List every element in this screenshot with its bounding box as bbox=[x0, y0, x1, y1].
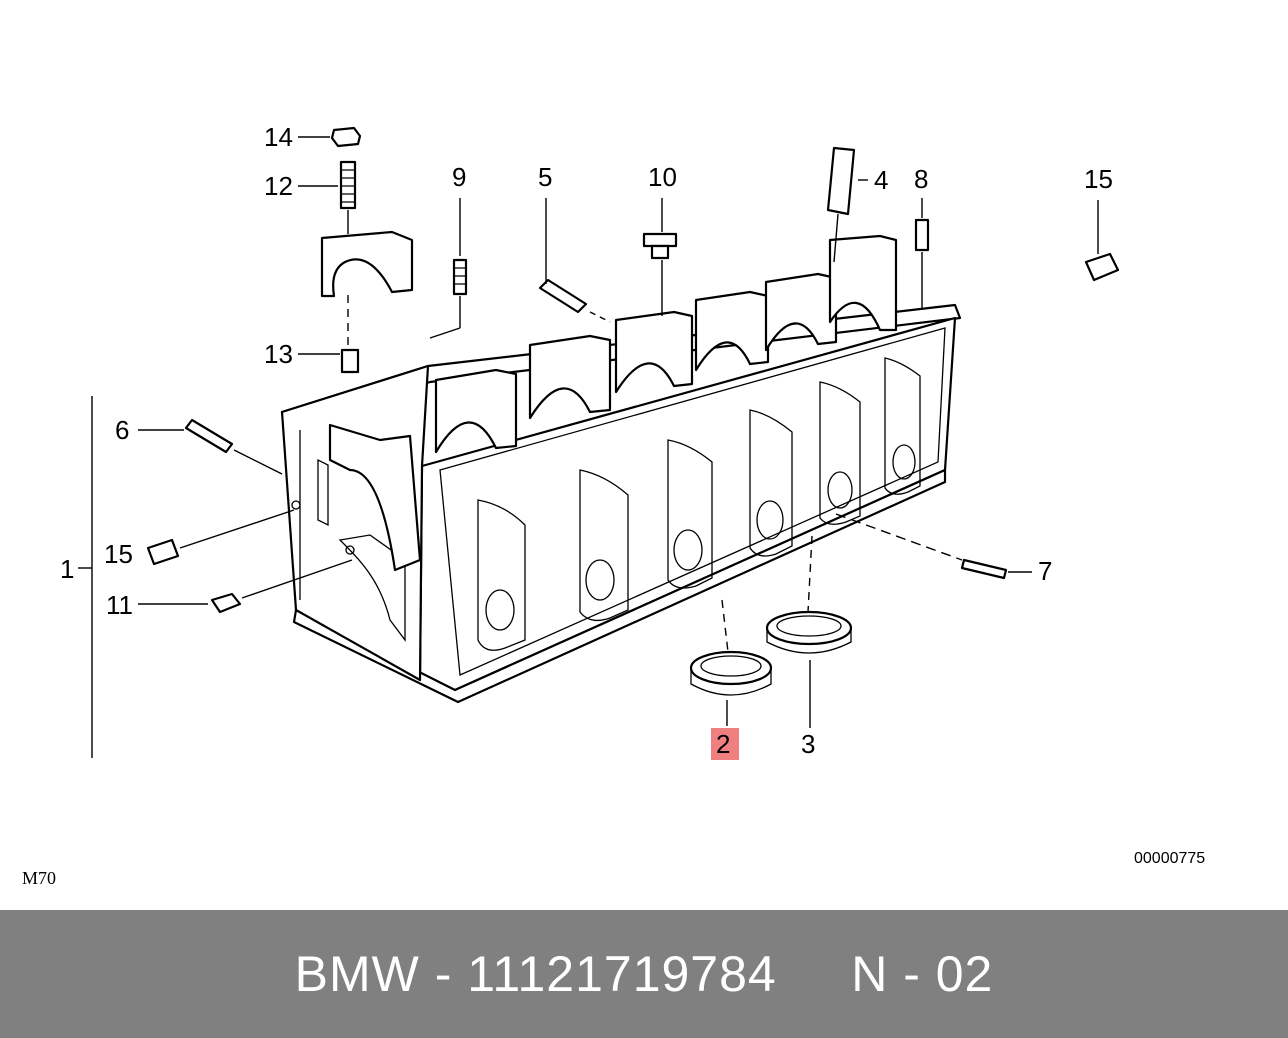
callout-10[interactable]: 10 bbox=[648, 162, 677, 192]
callout-15-top[interactable]: 15 bbox=[1084, 164, 1113, 194]
model-code: M70 bbox=[22, 868, 56, 888]
camshaft-bearing-caps bbox=[434, 234, 898, 454]
exploded-parts-diagram: 14 12 9 5 10 4 8 15 13 6 1 15 11 7 2 3 0… bbox=[22, 122, 1205, 888]
callout-1[interactable]: 1 bbox=[60, 554, 74, 584]
part-info-text: BMW - 11121719784 N - 02 bbox=[295, 945, 994, 1003]
loose-parts bbox=[146, 126, 1120, 696]
callout-labels: 14 12 9 5 10 4 8 15 13 6 1 15 11 7 2 3 bbox=[60, 122, 1113, 760]
brand-name: BMW bbox=[294, 946, 420, 1002]
callout-2-highlight bbox=[711, 728, 739, 760]
callout-8[interactable]: 8 bbox=[914, 164, 928, 194]
callout-9[interactable]: 9 bbox=[452, 162, 466, 192]
spacer bbox=[777, 946, 851, 1002]
callout-5[interactable]: 5 bbox=[538, 162, 552, 192]
part-info-footer: BMW - 11121719784 N - 02 bbox=[0, 910, 1288, 1038]
callout-15-left[interactable]: 15 bbox=[104, 539, 133, 569]
callout-14[interactable]: 14 bbox=[264, 122, 293, 152]
callout-4[interactable]: 4 bbox=[874, 165, 888, 195]
part-number: 11121719784 bbox=[467, 946, 777, 1002]
callout-11[interactable]: 11 bbox=[106, 590, 133, 620]
callout-13[interactable]: 13 bbox=[264, 339, 293, 369]
callout-7[interactable]: 7 bbox=[1038, 556, 1052, 586]
reference-number: 00000775 bbox=[1134, 850, 1205, 867]
cylinder-head-drawing bbox=[280, 234, 962, 704]
intake-ports bbox=[477, 357, 921, 651]
position-code: N - 02 bbox=[851, 946, 994, 1002]
leader-lines bbox=[78, 136, 1099, 758]
callout-12[interactable]: 12 bbox=[264, 171, 293, 201]
callout-6[interactable]: 6 bbox=[115, 415, 129, 445]
callout-2[interactable]: 2 bbox=[716, 729, 730, 759]
separator: - bbox=[419, 946, 468, 1002]
callout-3[interactable]: 3 bbox=[801, 729, 815, 759]
